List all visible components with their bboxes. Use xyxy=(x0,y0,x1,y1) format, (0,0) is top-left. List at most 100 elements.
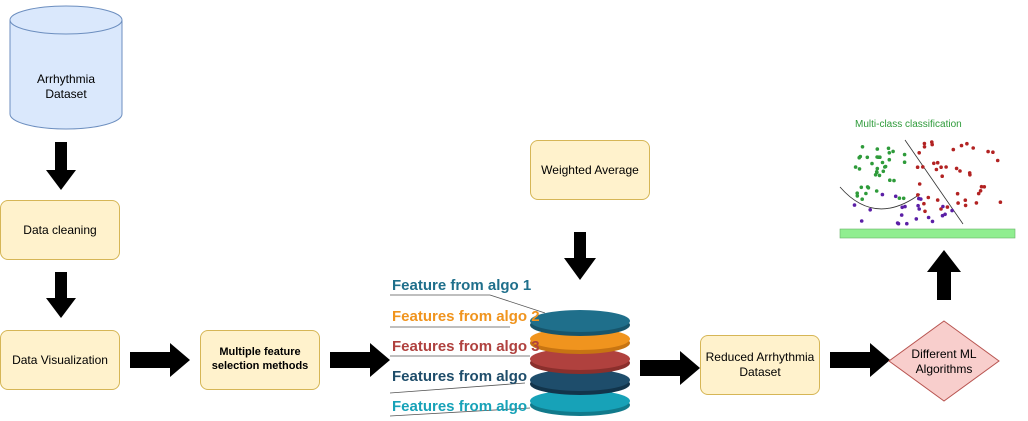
purple-point xyxy=(919,197,923,201)
data-cleaning-label: Data cleaning xyxy=(23,222,97,237)
red-point xyxy=(963,203,968,208)
leader-line-1b xyxy=(489,294,546,314)
red-point xyxy=(922,201,926,206)
scatter-points xyxy=(852,140,1003,226)
purple-point xyxy=(941,204,945,209)
feature-stack xyxy=(389,294,630,417)
red-point xyxy=(958,169,962,173)
red-point xyxy=(939,165,943,169)
red-point xyxy=(979,184,984,189)
red-point xyxy=(974,201,979,205)
red-point xyxy=(930,140,934,144)
red-point xyxy=(965,141,969,146)
green-point xyxy=(857,167,862,171)
purple-point xyxy=(950,208,954,213)
classification-title: Multi-class classification xyxy=(855,119,962,130)
ml-algorithms-label: Different ML Algorithms xyxy=(911,347,977,376)
red-point xyxy=(934,167,939,172)
purple-point xyxy=(903,204,907,209)
purple-point xyxy=(852,203,857,207)
red-point xyxy=(968,173,972,177)
reduced-dataset-label: Reduced Arrhythmia Dataset xyxy=(705,350,815,379)
green-point xyxy=(877,173,882,178)
green-point xyxy=(880,160,885,165)
feature-label-3: Features from algo 3 xyxy=(392,338,540,355)
red-point xyxy=(991,150,995,154)
arrow-right-selection-to-features xyxy=(330,343,390,377)
feature-label-4: Features from algo xyxy=(392,368,528,385)
dataset-cylinder xyxy=(9,5,123,130)
purple-point xyxy=(916,203,920,208)
feature-label-2: Features from algo 2 xyxy=(392,308,540,325)
purple-point xyxy=(900,205,904,210)
arrow-right-stack-to-reduced xyxy=(640,351,700,385)
purple-point xyxy=(868,208,872,212)
purple-point xyxy=(926,215,931,220)
red-point xyxy=(940,174,944,178)
green-point xyxy=(870,161,874,166)
red-point xyxy=(951,147,956,152)
purple-point xyxy=(880,192,885,197)
red-point xyxy=(971,146,975,150)
red-point xyxy=(995,158,1000,163)
green-point xyxy=(860,197,864,201)
green-point xyxy=(865,185,870,189)
green-point xyxy=(865,155,870,160)
green-point xyxy=(902,160,907,164)
purple-point xyxy=(896,221,901,226)
red-point xyxy=(955,191,960,196)
feature-label-1: Feature from algo 1 xyxy=(392,277,532,294)
data-visualization-label: Data Visualization xyxy=(12,352,108,367)
classification-plot xyxy=(839,139,1016,239)
purple-point xyxy=(893,194,898,199)
green-point xyxy=(864,191,868,196)
purple-point xyxy=(930,219,935,224)
leader-line-5 xyxy=(389,407,531,417)
green-point xyxy=(876,155,881,159)
green-point xyxy=(874,170,879,174)
green-point xyxy=(853,165,858,169)
feature-label-5: Features from algo xyxy=(392,398,528,415)
red-point xyxy=(939,207,943,211)
red-point xyxy=(998,200,1003,204)
arrow-right-reduced-to-ml xyxy=(830,343,890,377)
arrow-down-weighted-to-stack xyxy=(564,232,596,280)
green-point xyxy=(886,146,891,151)
green-point xyxy=(887,151,892,155)
dataset-label: Arrhythmia Dataset xyxy=(36,72,95,101)
green-point xyxy=(888,178,892,182)
purple-point xyxy=(899,213,904,217)
purple-point xyxy=(859,219,864,223)
arrow-right-visualization-to-selection xyxy=(130,343,190,377)
arrow-down-dataset-to-cleaning xyxy=(46,142,76,190)
red-point xyxy=(932,161,936,166)
disc-4 xyxy=(530,369,630,395)
red-point xyxy=(963,198,968,202)
green-point xyxy=(883,164,888,169)
green-point xyxy=(855,191,859,195)
data-visualization-box: Data Visualization xyxy=(0,330,120,390)
leader-line-4 xyxy=(389,382,526,394)
red-point xyxy=(935,160,940,165)
weighted-average-box: Weighted Average xyxy=(530,140,650,200)
green-point xyxy=(891,149,895,154)
arrow-down-cleaning-to-visualization xyxy=(46,272,76,318)
purple-point xyxy=(917,207,921,211)
green-point xyxy=(892,178,896,183)
red-point xyxy=(956,201,960,205)
red-point xyxy=(935,198,940,202)
green-point xyxy=(874,189,879,193)
red-point xyxy=(982,185,987,189)
disc-5 xyxy=(530,390,630,416)
red-point xyxy=(986,149,990,154)
red-point xyxy=(922,145,927,149)
red-point xyxy=(915,165,920,169)
red-point xyxy=(917,151,921,155)
red-point xyxy=(926,195,931,200)
green-point xyxy=(875,166,880,171)
purple-point xyxy=(914,217,919,221)
red-point xyxy=(921,165,925,169)
feature-selection-box: Multiple feature selection methods xyxy=(200,330,320,390)
